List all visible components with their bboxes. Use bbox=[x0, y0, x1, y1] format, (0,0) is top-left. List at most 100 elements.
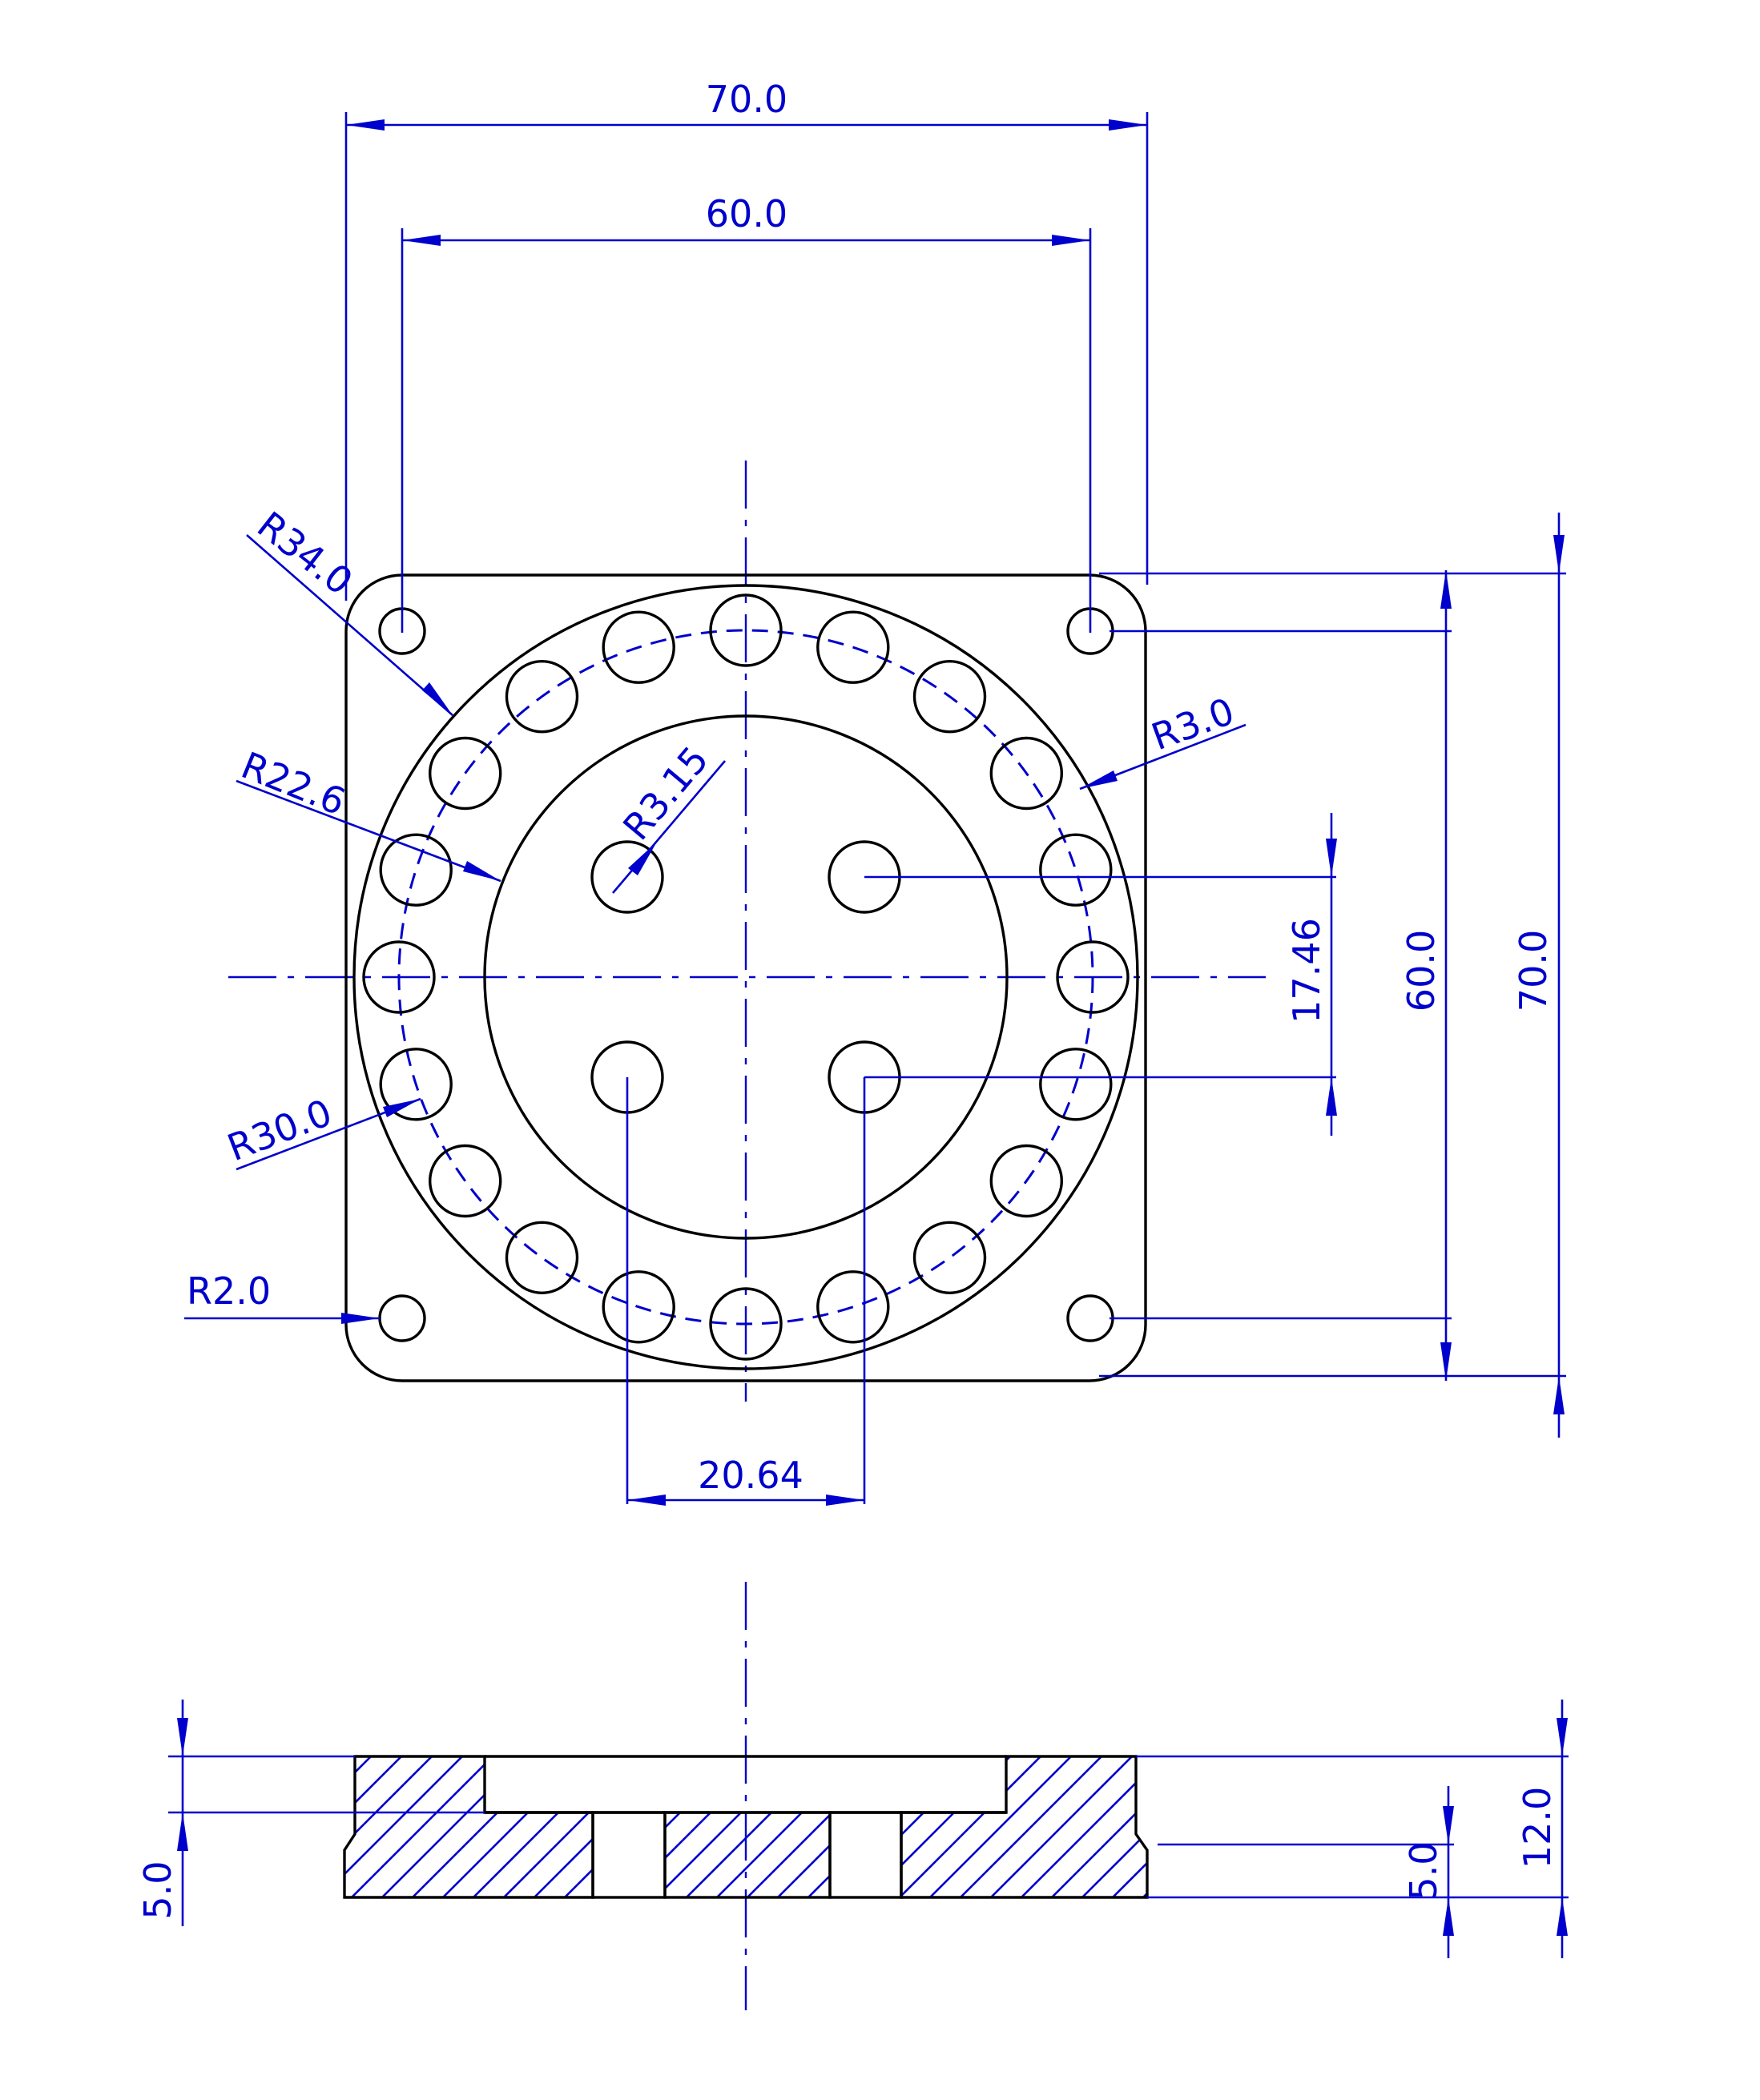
ring-hole bbox=[989, 736, 1064, 811]
hatch-line bbox=[715, 1812, 803, 1897]
hatch-line bbox=[951, 1756, 1113, 1897]
hatch-line bbox=[1134, 1756, 1147, 1897]
hatch-line bbox=[746, 1813, 830, 1897]
hatch-line bbox=[1226, 1746, 1386, 1906]
leader-radius-pcd: R30.0 bbox=[222, 1091, 421, 1171]
ring-hole bbox=[602, 1270, 675, 1344]
hatch-line bbox=[1195, 1746, 1355, 1906]
hatch-line bbox=[1165, 1746, 1325, 1906]
ring-hole bbox=[709, 1287, 783, 1361]
section-step-right-label: 5.0 bbox=[1402, 1841, 1445, 1900]
hatch-line bbox=[807, 1874, 830, 1897]
ring-holes bbox=[362, 593, 1130, 1361]
hatch-line bbox=[191, 1746, 351, 1906]
hatch-line bbox=[1073, 1756, 1147, 1897]
hatch-line bbox=[1195, 1746, 1355, 1906]
hatch-line bbox=[665, 1812, 743, 1890]
hatch-line bbox=[344, 1756, 413, 1897]
dimension-overall-width: 70.0 bbox=[344, 78, 1149, 601]
dimension-overall-height: 70.0 bbox=[1099, 513, 1566, 1438]
dimension-inner-spacing-x: 20.64 bbox=[626, 1077, 866, 1506]
dimension-section-step-right: 5.0 bbox=[1158, 1786, 1454, 1958]
hatch-line bbox=[464, 1756, 593, 1897]
dimension-hole-spacing-x: 60.0 bbox=[401, 192, 1092, 633]
hatch-line bbox=[1317, 1746, 1477, 1906]
section-outline bbox=[343, 1755, 1149, 1899]
radius-bore-label: R22.6 bbox=[236, 743, 352, 823]
hatch-line bbox=[1012, 1756, 1147, 1897]
hatch-line bbox=[344, 1756, 443, 1897]
hatch-line bbox=[1134, 1746, 1295, 1906]
ring-hole bbox=[505, 660, 579, 734]
ring-hole bbox=[989, 1144, 1064, 1218]
hatch-line bbox=[1317, 1746, 1477, 1906]
leader-radius-small-hole: R3.15 bbox=[612, 738, 726, 894]
dimension-hole-spacing-y: 60.0 bbox=[1110, 570, 1452, 1381]
dimension-inner-spacing-y: 17.46 bbox=[864, 813, 1337, 1136]
hatch-line bbox=[920, 1756, 1082, 1897]
hatch-line bbox=[191, 1746, 351, 1906]
hatch-line bbox=[685, 1812, 773, 1897]
ring-hole bbox=[379, 833, 453, 907]
hatch-line bbox=[901, 1756, 1021, 1897]
inner-spacing-x-label: 20.64 bbox=[698, 1454, 803, 1497]
hatch-line bbox=[1226, 1746, 1386, 1906]
hatch-line bbox=[344, 1756, 473, 1897]
ring-hole bbox=[429, 1144, 502, 1218]
ring-hole bbox=[1039, 1048, 1113, 1121]
plate-outline bbox=[344, 573, 1147, 1382]
hatch-line bbox=[373, 1756, 534, 1897]
hole-spacing-x-label: 60.0 bbox=[706, 192, 787, 235]
corner-hole-bottom-right bbox=[1066, 1294, 1114, 1342]
section-hatching bbox=[191, 1746, 1477, 1906]
radius-ring-hole-label: R3.0 bbox=[1146, 690, 1239, 759]
hatch-line bbox=[433, 1756, 593, 1897]
hatch-line bbox=[901, 1756, 991, 1897]
hatch-line bbox=[981, 1756, 1143, 1897]
hatch-line bbox=[344, 1756, 382, 1897]
ring-hole bbox=[362, 940, 436, 1014]
bore-circle bbox=[483, 714, 1009, 1240]
hatch-line bbox=[344, 1756, 504, 1897]
ring-hole bbox=[379, 1048, 453, 1121]
hatch-line bbox=[494, 1756, 593, 1897]
leader-radius-bore: R22.6 bbox=[236, 743, 501, 883]
hatch-line bbox=[555, 1756, 593, 1897]
ring-hole bbox=[602, 610, 675, 684]
overall-width-label: 70.0 bbox=[706, 78, 787, 121]
leader-radius-ring-hole: R3.0 bbox=[1079, 690, 1246, 791]
hatch-line bbox=[1256, 1746, 1416, 1906]
ring-hole bbox=[816, 610, 890, 684]
hatch-line bbox=[776, 1844, 830, 1897]
plan-view: 70.0 60.0 70.0 60.0 bbox=[184, 78, 1566, 1506]
section-thickness-label: 12.0 bbox=[1516, 1787, 1559, 1869]
ring-hole bbox=[429, 736, 502, 811]
inner-spacing-y-label: 17.46 bbox=[1285, 918, 1328, 1024]
hatch-line bbox=[1256, 1746, 1416, 1906]
dimension-section-step-left: 5.0 bbox=[136, 1700, 485, 1926]
hatch-line bbox=[1165, 1746, 1325, 1906]
radius-corner-hole-label: R2.0 bbox=[187, 1269, 271, 1313]
corner-hole-bottom-left bbox=[378, 1294, 426, 1342]
hatch-line bbox=[1165, 1746, 1325, 1906]
hatch-line bbox=[1195, 1746, 1355, 1906]
ring-hole bbox=[816, 1270, 890, 1344]
ring-hole bbox=[912, 1221, 987, 1295]
dimension-section-thickness: 12.0 bbox=[1136, 1700, 1569, 1958]
radius-pcd-label: R30.0 bbox=[222, 1091, 338, 1170]
hatch-line bbox=[344, 1756, 352, 1897]
hatch-line bbox=[665, 1812, 712, 1860]
ring-hole bbox=[1056, 940, 1130, 1014]
hatch-line bbox=[1042, 1756, 1147, 1897]
hatch-line bbox=[1134, 1746, 1295, 1906]
hatch-line bbox=[901, 1756, 1052, 1897]
ring-hole bbox=[1039, 833, 1113, 907]
hatch-line bbox=[665, 1812, 682, 1829]
inner-hole-top-left bbox=[590, 840, 664, 914]
pitch-circle bbox=[397, 629, 1094, 1326]
section-view: 12.0 5.0 5.0 bbox=[136, 1582, 1569, 2010]
hatch-line bbox=[1256, 1746, 1416, 1906]
hatch-line bbox=[1317, 1746, 1477, 1906]
section-step-left-label: 5.0 bbox=[136, 1861, 179, 1919]
